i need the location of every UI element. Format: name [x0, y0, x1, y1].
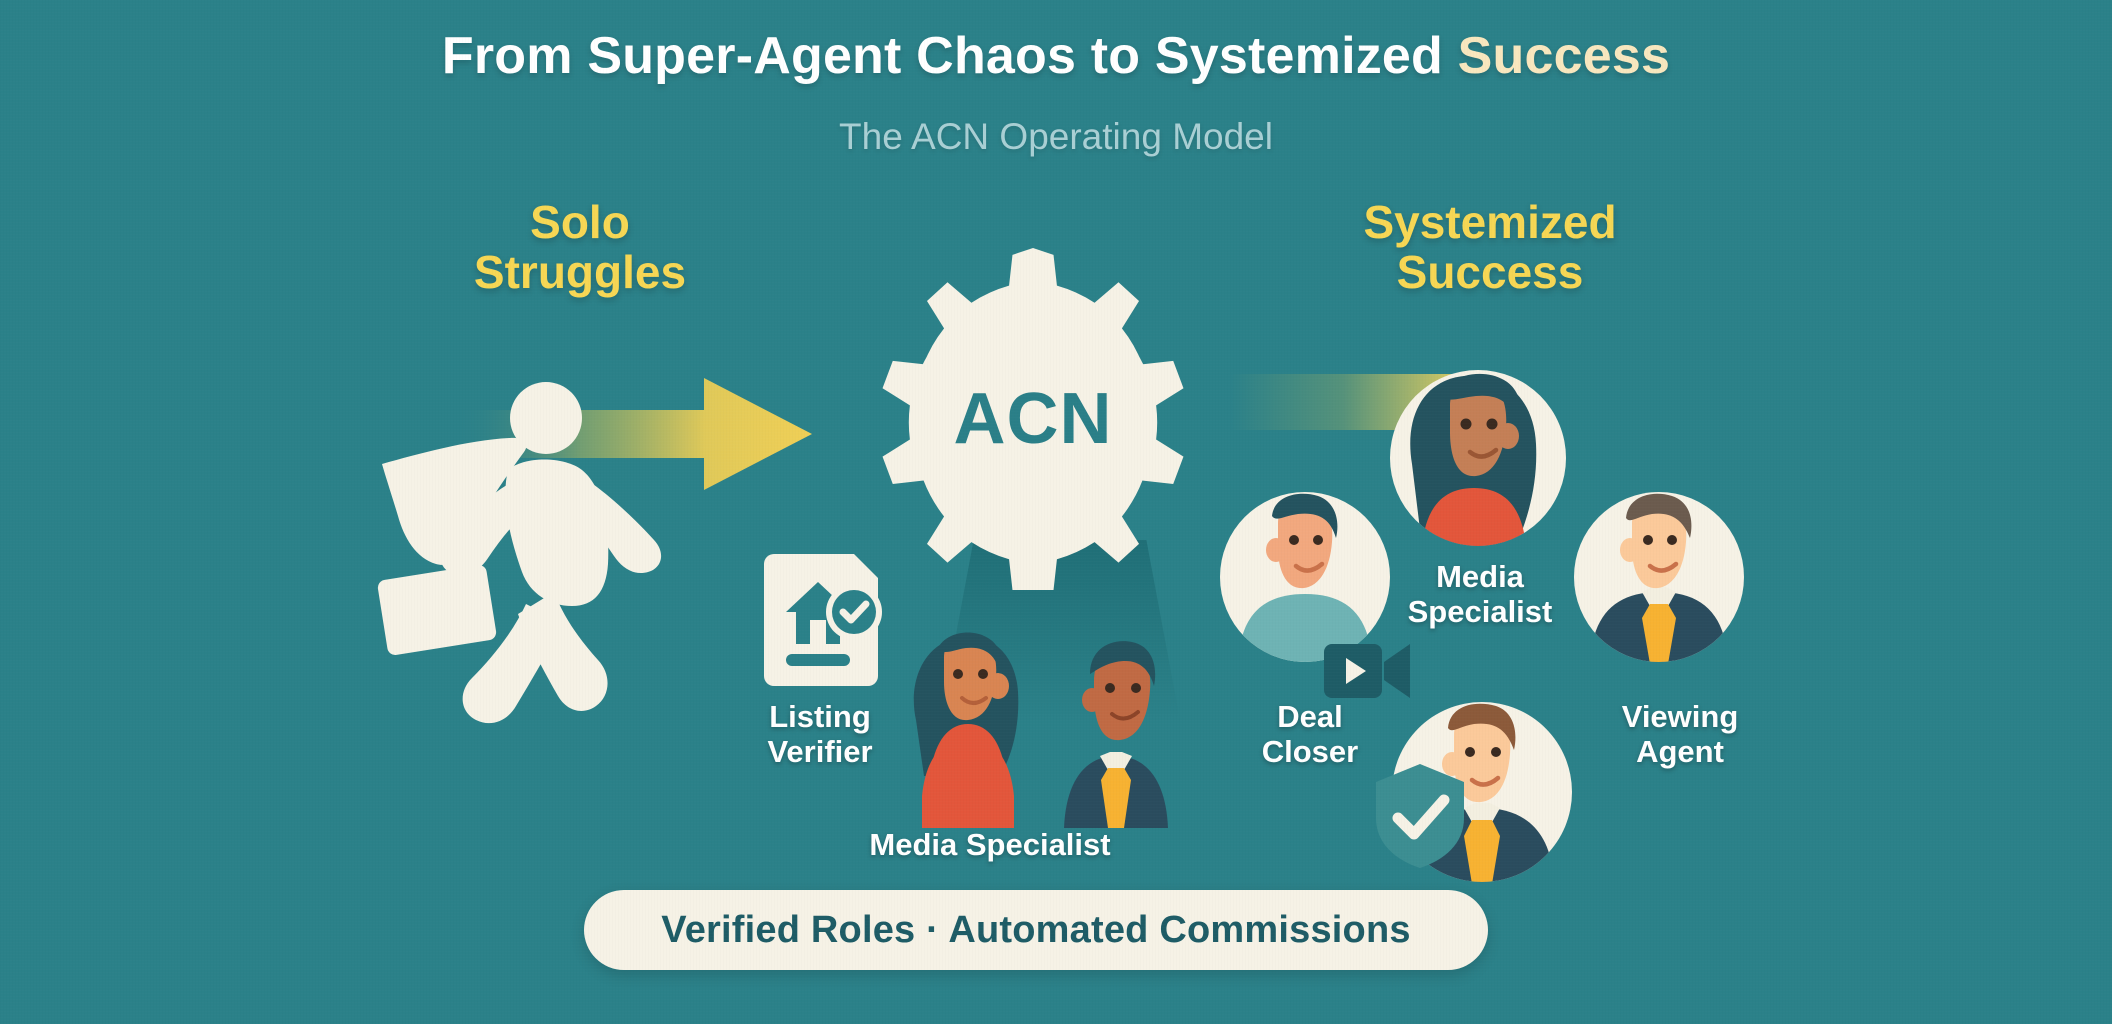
page-title: From Super-Agent Chaos to Systemized Suc…: [0, 26, 2112, 86]
role-label-media-specialist-center: Media Specialist: [869, 827, 1111, 862]
role-label-deal-closer: Deal Closer: [1261, 699, 1359, 769]
role-label-viewing-agent: Viewing Agent: [1621, 699, 1739, 769]
two-people-icon: [913, 632, 1168, 828]
role-label-media-specialist-right: Media Specialist: [1407, 559, 1553, 629]
gear-icon: [882, 248, 1184, 590]
shield-check-icon: [1376, 764, 1464, 868]
page-title-main: From Super-Agent Chaos to Systemized: [441, 27, 1458, 85]
page-subtitle: The ACN Operating Model: [839, 116, 1273, 157]
video-camera-icon: [1324, 644, 1410, 698]
right-column-heading: Systemized Success: [1363, 196, 1617, 298]
footer-badge-text: Verified Roles · Automated Commissions: [661, 908, 1411, 951]
left-column-heading: Solo Struggles: [473, 196, 687, 298]
running-agent-with-briefcase-icon: [377, 382, 662, 724]
role-label-listing-verifier: Listing Verifier: [767, 699, 873, 769]
avatar-man-suit-icon: [1574, 492, 1744, 662]
page-title-accent: Success: [1457, 27, 1671, 85]
footer-badge: Verified Roles · Automated Commissions: [584, 890, 1488, 970]
document-house-check-icon: [764, 554, 882, 686]
flow-arrow-left-icon: [456, 378, 812, 490]
avatar-woman-icon: [1390, 370, 1566, 546]
